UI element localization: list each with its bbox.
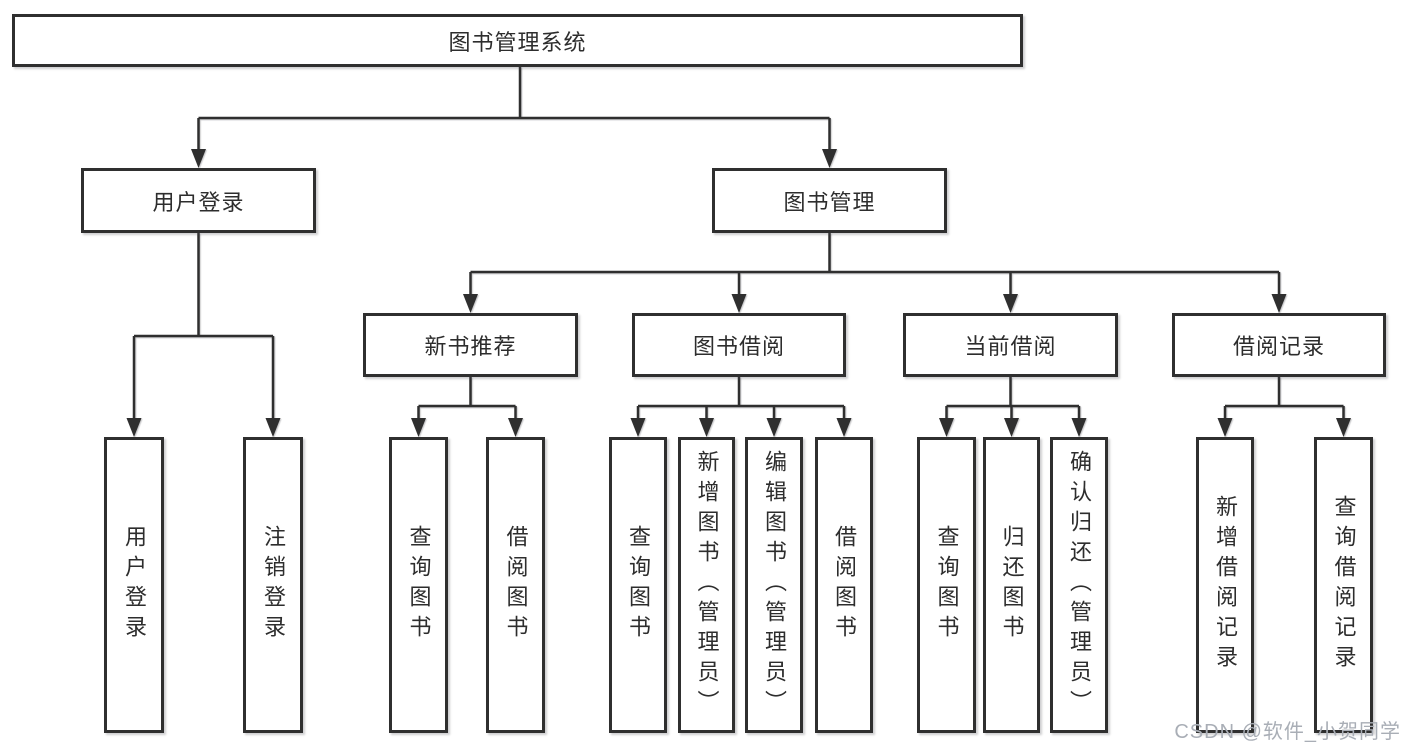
leaf-label: 借阅图书	[503, 525, 529, 645]
node-new-book-recommend: 新书推荐	[363, 313, 578, 377]
node-label: 用户登录	[152, 189, 245, 215]
leaf-label: 用户登录	[122, 525, 147, 645]
leaf-query-books: 查询图书	[917, 437, 976, 733]
leaf-user-login: 用户登录	[104, 437, 164, 733]
node-label: 图书管理系统	[448, 29, 587, 55]
leaf-query-borrow-record: 查询借阅记录	[1314, 437, 1373, 733]
node-book-management: 图书管理	[712, 168, 947, 233]
leaf-borrow-books: 借阅图书	[815, 437, 873, 733]
node-book-borrow: 图书借阅	[632, 313, 846, 377]
node-label: 借阅记录	[1232, 334, 1325, 359]
node-borrow-records: 借阅记录	[1172, 313, 1386, 377]
node-user-login: 用户登录	[81, 168, 316, 233]
leaf-label: 归还图书	[999, 525, 1025, 645]
leaf-label: 新增图书（管理员）	[694, 450, 720, 720]
leaf-query-books: 查询图书	[609, 437, 667, 733]
csdn-watermark: CSDN @软件_小贺同学	[1174, 721, 1401, 743]
leaf-label: 注销登录	[261, 525, 286, 645]
leaf-query-books: 查询图书	[389, 437, 448, 733]
leaf-confirm-return-admin: 确认归还（管理员）	[1050, 437, 1108, 733]
leaf-edit-books-admin: 编辑图书（管理员）	[745, 437, 803, 733]
leaf-label: 查询图书	[626, 525, 651, 645]
node-label: 图书管理	[783, 189, 876, 215]
arrowheads	[126, 149, 1351, 437]
leaf-return-books: 归还图书	[983, 437, 1040, 733]
node-label: 当前借阅	[964, 334, 1057, 359]
node-label: 新书推荐	[424, 334, 517, 359]
leaf-add-books-admin: 新增图书（管理员）	[678, 437, 735, 733]
leaf-label: 查询图书	[406, 525, 432, 645]
leaf-logout: 注销登录	[243, 437, 303, 733]
node-current-borrow: 当前借阅	[903, 313, 1118, 377]
leaf-label: 借阅图书	[832, 525, 857, 645]
leaf-add-borrow-record: 新增借阅记录	[1196, 437, 1254, 733]
node-library-management-system: 图书管理系统	[12, 14, 1023, 67]
node-label: 图书借阅	[692, 334, 785, 359]
leaf-label: 编辑图书（管理员）	[762, 450, 787, 720]
leaf-label: 查询图书	[934, 525, 960, 645]
leaf-label: 查询借阅记录	[1331, 495, 1357, 675]
leaf-label: 新增借阅记录	[1213, 495, 1238, 675]
leaf-borrow-books: 借阅图书	[486, 437, 545, 733]
leaf-label: 确认归还（管理员）	[1067, 450, 1092, 720]
